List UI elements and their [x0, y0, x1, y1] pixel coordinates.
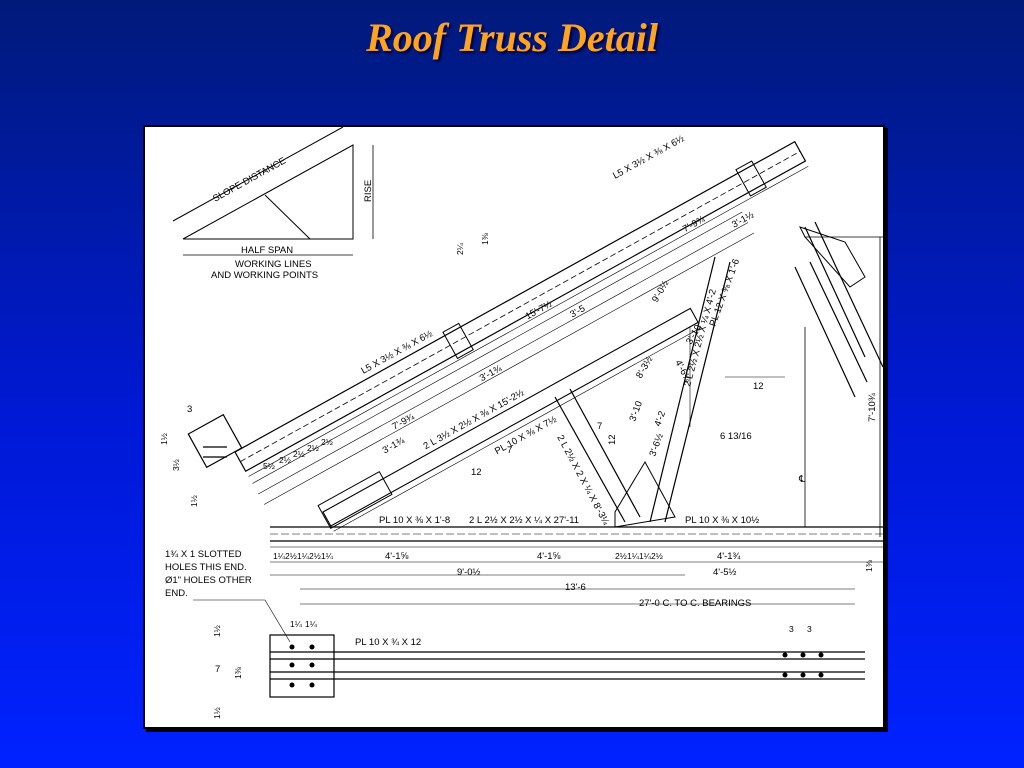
slide-title: Roof Truss Detail — [366, 15, 658, 60]
web-members: 2 L 2½ X 2 X ¼ X 8'-3¼ 2 L 2½ X 2½ X ¼ X… — [554, 256, 868, 528]
left-dim-3: 2½ — [309, 551, 321, 561]
bottom-dim-1-3: 1⅜ — [864, 559, 874, 572]
diagonal-member: 2 L 3½ X 2½ X ⅜ X 15'-2½ PL 10 X ⅜ X 7½ — [322, 307, 702, 532]
bottom-dim-4-1a: 4'-1⅝ — [385, 551, 409, 562]
diag-dim-2: 2½ — [293, 449, 305, 459]
end-dim-1: 3 — [807, 624, 812, 634]
diag-dim-3: 2½ — [307, 443, 319, 453]
diag-dim-1: 2½ — [279, 455, 291, 465]
bearing-plate-label: PL 10 X ¾ X 12 — [355, 637, 421, 648]
top-chord-dim-7-9-b: 7'-9¾ — [390, 411, 417, 433]
plate-dim-0: 1¼ — [290, 619, 303, 629]
plate-dim-1: 1¼ — [305, 619, 318, 629]
bottom-dim-bearings: 27'-0 C. TO C. BEARINGS — [639, 598, 751, 609]
end-dim-3-4: 3½ — [171, 459, 181, 471]
mid-dim-2: 1¼ — [639, 551, 652, 561]
bottom-left-dims: 1¼ 2½ 1¼ 2½ 1¼ 2½ 1¼ 1¼ 2½ 5½ 2½ 2½ 2½ 2… — [263, 437, 663, 561]
right-height-dim: 7'-10¾ — [867, 392, 878, 422]
end-dim-0: 3 — [789, 624, 794, 634]
note-line-4: END. — [165, 588, 188, 599]
top-chord-end-plate: 3 1½ 3½ 1½ — [159, 404, 243, 507]
bottom-chord-member-label: 2 L 2½ X 2½ X ¼ X 27'-11 — [469, 515, 579, 526]
working-lines-legend: SLOPE DISTANCE RISE HALF SPAN WORKING LI… — [172, 127, 374, 281]
web-dim-3-6: 3'-6½ — [647, 432, 665, 458]
left-dim-1: 2½ — [285, 551, 297, 561]
top-chord-upper-member-label: L5 X 3½ X ⅜ X 6½ — [611, 133, 686, 181]
mid-dim-0: 2½ — [615, 551, 627, 561]
working-points-label: AND WORKING POINTS — [211, 270, 318, 281]
diagonal-slope-7: 7 — [507, 445, 512, 456]
peak-gusset — [799, 221, 883, 368]
mid-dim-3: 2½ — [651, 551, 663, 561]
diagonal-slope-12: 12 — [471, 467, 482, 478]
working-lines-label: WORKING LINES — [235, 259, 312, 270]
right-side-dims: 7'-10¾ ℄ — [798, 236, 883, 537]
end-dim-1-1: 1½ — [159, 433, 169, 445]
web-slope-12: 12 — [753, 381, 764, 392]
end-dim-1-1b: 1½ — [189, 495, 199, 507]
web-dim-3-10: 3'-10 — [627, 400, 644, 423]
bottom-dim-4-1c: 4'-1¾ — [717, 551, 742, 562]
diag-dim-0: 5½ — [263, 461, 275, 471]
bottom-pl-right-label: PL 10 X ⅜ X 10½ — [685, 515, 759, 526]
centerline-mark: ℄ — [798, 474, 806, 485]
bottom-dim-9-0: 9'-0½ — [457, 567, 481, 578]
vert-dim-1-3: 1⅜ — [233, 666, 243, 679]
rise-label: RISE — [363, 180, 374, 202]
web-slope-7: 7 — [597, 421, 602, 432]
end-dim-3: 3 — [187, 404, 192, 415]
left-dim-4: 1¼ — [321, 551, 334, 561]
note-line-1: 1¾ X 1 SLOTTED — [165, 549, 242, 560]
top-chord-member-label: L5 X 3½ X ⅜ X 6½ — [359, 328, 434, 376]
top-chord-dim-3-5: 3'-5 — [568, 303, 587, 320]
diag-dim-4: 2½ — [321, 437, 333, 447]
top-chord: L5 X 3½ X ⅜ X 6½ 15'-7½ 3'-5 7'-9¾ 3'-1½… — [234, 140, 809, 505]
web-dim-6-13: 6 13/16 — [720, 431, 752, 442]
note-line-2: HOLES THIS END. — [165, 562, 247, 573]
top-chord-dim-9-0: 9'-0½ — [650, 279, 671, 305]
bottom-pl-left-label: PL 10 X ⅜ X 1'-8 — [379, 515, 450, 526]
truss-drawing: SLOPE DISTANCE RISE HALF SPAN WORKING LI… — [143, 125, 885, 729]
note-line-3: Ø1" HOLES OTHER — [165, 575, 252, 586]
left-dim-0: 1¼ — [273, 551, 286, 561]
slotted-holes-note: 1¾ X 1 SLOTTED HOLES THIS END. Ø1" HOLES… — [165, 549, 291, 643]
bottom-dim-4-1b: 4'-1⅝ — [537, 551, 561, 562]
bearing-plan-view: PL 10 X ¾ X 12 1¼ 1¼ 3 3 1½ 7 1⅜ 1½ — [212, 619, 865, 719]
bottom-chord: PL 10 X ⅜ X 1'-8 2 L 2½ X 2½ X ¼ X 27'-1… — [270, 460, 883, 609]
bottom-dim-4-5: 4'-5½ — [713, 567, 737, 578]
web-slope-12b: 12 — [607, 434, 618, 445]
diagonal-pl-label: PL 10 X ⅜ X 7½ — [493, 414, 559, 457]
half-span-label: HALF SPAN — [241, 245, 293, 256]
top-chord-dim-3-1-c: 3'-1¾ — [381, 435, 408, 457]
top-chord-dim-3-1: 3'-1½ — [730, 210, 756, 231]
vert-dim-1-2a: 1½ — [212, 625, 222, 637]
bottom-dim-13-6: 13'-6 — [565, 582, 586, 593]
left-dim-2: 1¼ — [297, 551, 310, 561]
top-chord-dim-1-3: 1⅜ — [480, 232, 490, 245]
vert-dim-1-2b: 1½ — [212, 707, 222, 719]
slope-distance-label: SLOPE DISTANCE — [211, 155, 288, 204]
vert-dim-7: 7 — [215, 664, 220, 675]
web-dim-4-2: 4'-2 — [652, 410, 668, 428]
mid-dim-1: 1¼ — [627, 551, 640, 561]
top-chord-dim-3-1-b: 3'-1¾ — [478, 363, 505, 385]
top-chord-dim-2-1: 2¼ — [455, 242, 465, 255]
